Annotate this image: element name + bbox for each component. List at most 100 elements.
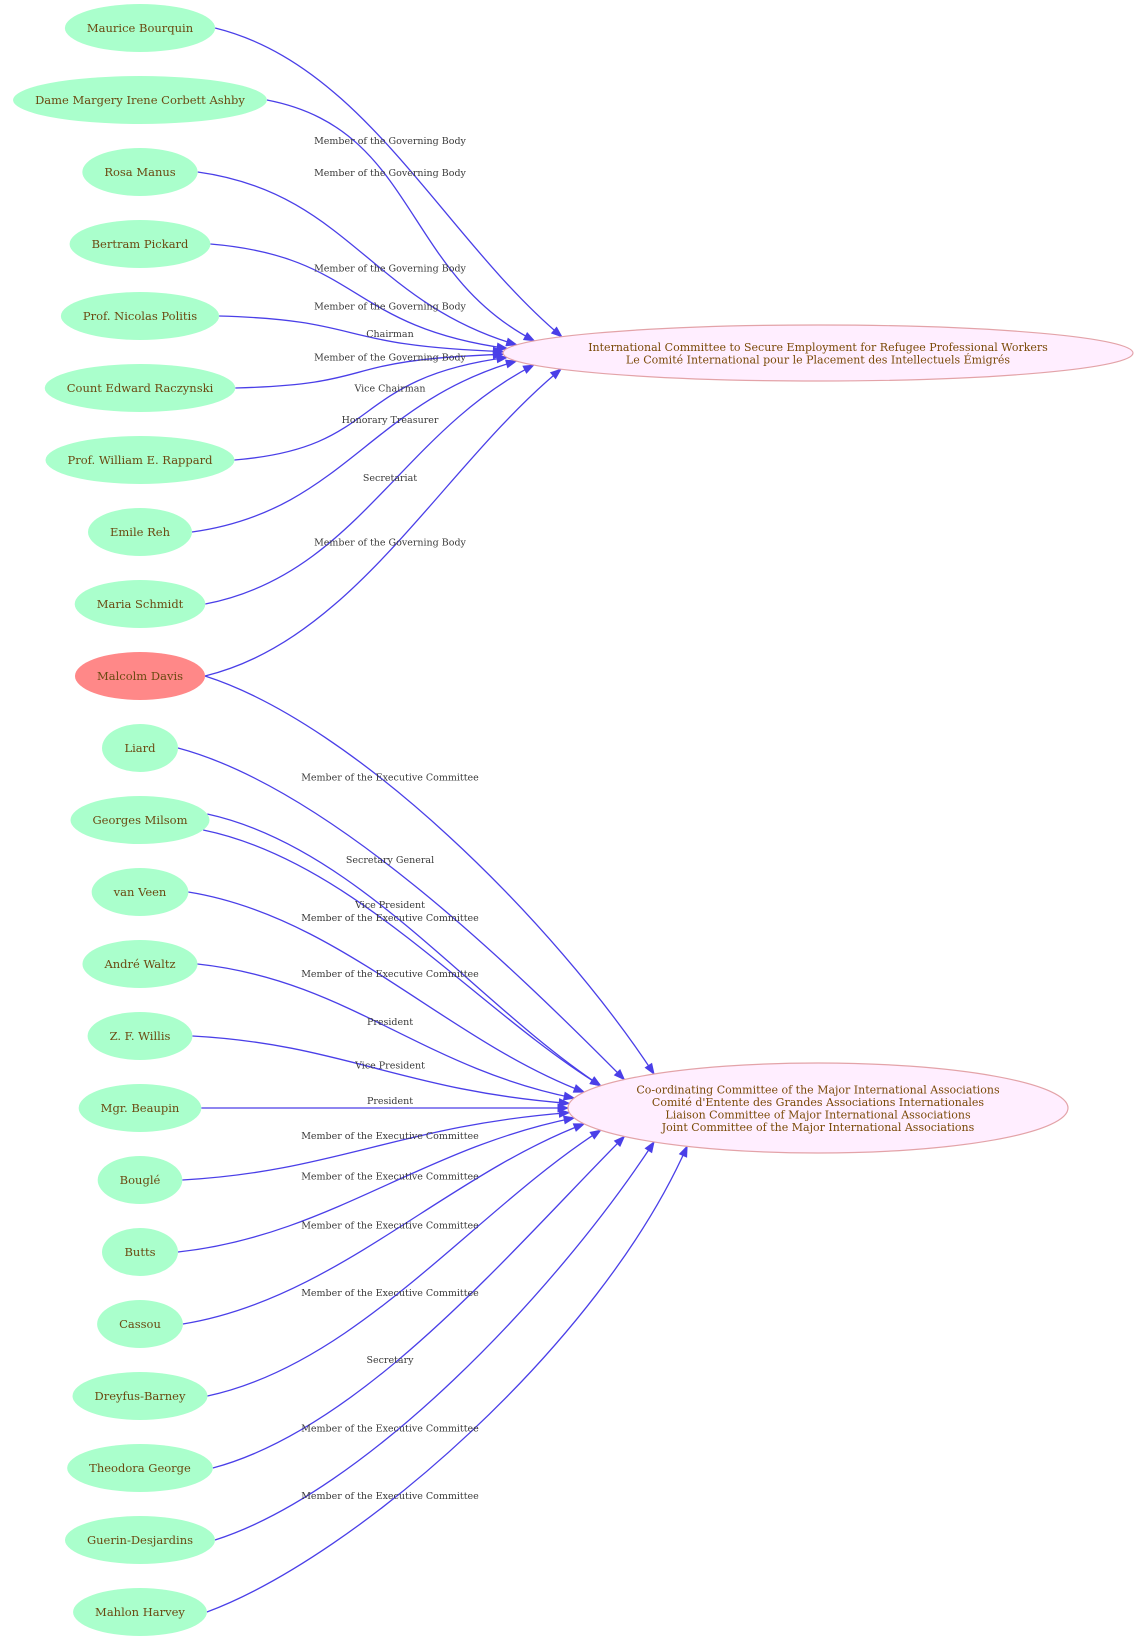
person-ellipse [64,1516,216,1564]
person-node-theodora-george[interactable]: Theodora George [67,1444,213,1492]
arrowhead-icon [550,326,563,338]
edges-layer [177,27,688,1613]
edge-label: Member of the Executive Committee [301,1491,479,1502]
person-node-cassou[interactable]: Cassou [97,1300,183,1348]
person-node-dame-margery-irene-corbett-ashby[interactable]: Dame Margery Irene Corbett Ashby [13,76,267,124]
person-node-count-edward-raczynski[interactable]: Count Edward Raczynski [44,364,236,412]
arrowhead-icon [613,1135,626,1148]
person-name: Count Edward Raczynski [67,381,214,395]
edge-line [266,99,535,342]
person-node-dreyfus-barney[interactable]: Dreyfus-Barney [72,1372,208,1420]
org-label-line: Comité d'Entente des Grandes Association… [652,1096,984,1109]
person-node-bougle[interactable]: Bouglé [97,1156,183,1204]
arrowhead-icon [522,332,536,342]
arrowhead-icon [505,337,519,347]
person-ellipse [69,220,211,268]
person-ellipse [87,1012,193,1060]
edge-label: Member of the Governing Body [314,264,466,275]
edge-line [214,27,563,338]
highlighted-person-ellipse [74,652,206,700]
person-node-rosa-manus[interactable]: Rosa Manus [82,148,198,196]
person-node-z-f-willis[interactable]: Z. F. Willis [87,1012,193,1060]
arrowhead-icon [505,359,518,369]
person-name: Guerin-Desjardins [87,1533,193,1547]
org-node-icse[interactable]: International Committee to Secure Employ… [502,324,1134,382]
person-ellipse [45,436,235,484]
edge-line [212,1136,625,1469]
edge-line [219,315,504,353]
person-node-prof-william-e-rappard[interactable]: Prof. William E. Rappard [45,436,235,484]
person-name: Dame Margery Irene Corbett Ashby [35,93,245,107]
arrowhead-icon [562,1091,576,1101]
person-node-maria-schmidt[interactable]: Maria Schmidt [74,580,206,628]
edge-label: Member of the Governing Body [314,538,466,549]
person-name: Butts [124,1245,155,1259]
person-node-georges-milsom[interactable]: Georges Milsom [70,796,210,844]
edge-line [206,1146,688,1613]
person-node-prof-nicolas-politis[interactable]: Prof. Nicolas Politis [60,292,220,340]
edge-label: Member of the Executive Committee [301,1131,479,1142]
edge-malcolm-davis-ccmia [204,675,655,1076]
person-node-andre-waltz[interactable]: André Waltz [82,940,198,988]
edge-line [177,1117,575,1253]
person-name: Mahlon Harvey [95,1605,185,1619]
org-label-line: Le Comité International pour le Placemen… [626,352,1011,366]
person-ellipse [70,796,210,844]
edge-line [191,360,517,533]
person-name: Mgr. Beaupin [101,1101,180,1115]
person-node-emile-reh[interactable]: Emile Reh [88,508,192,556]
edge-malcolm-davis-icse [204,368,562,677]
edge-line [204,368,562,677]
edge-line [210,243,508,350]
edge-maria-schmidt-icse [205,364,535,605]
edge-label: Member of the Executive Committee [301,1288,479,1299]
org-ellipse [502,324,1134,382]
edge-label: Vice Chairman [353,383,425,394]
person-node-van-veen[interactable]: van Veen [91,868,189,916]
edge-line [205,364,534,605]
person-ellipse [102,724,178,772]
edge-label: President [367,1017,413,1028]
person-node-malcolm-davis[interactable]: Malcolm Davis [74,652,206,700]
edge-maurice-bourquin-icse [214,27,563,338]
edge-dame-margery-irene-corbett-ashby-icse [266,99,536,342]
edge-bougle-ccmia [182,1108,571,1181]
person-name: Maria Schmidt [97,597,184,611]
edge-line [207,1129,602,1397]
person-ellipse [91,868,189,916]
person-node-maurice-bourquin[interactable]: Maurice Bourquin [64,4,216,52]
edge-line [214,1141,655,1541]
person-name: Malcolm Davis [97,669,183,683]
edge-line [177,747,625,1080]
person-ellipse [72,1372,208,1420]
person-node-liard[interactable]: Liard [102,724,178,772]
person-name: Emile Reh [110,525,171,539]
edge-label: President [367,1096,413,1107]
edge-z-f-willis-ccmia [192,1035,571,1108]
person-name: Z. F. Willis [110,1029,171,1043]
edge-line [234,356,508,461]
person-node-guerin-desjardins[interactable]: Guerin-Desjardins [64,1516,216,1564]
edge-dreyfus-barney-ccmia [207,1129,602,1397]
person-ellipse [82,148,198,196]
person-name: Georges Milsom [93,813,188,827]
edge-label: Honorary Treasurer [342,415,439,426]
person-node-bertram-pickard[interactable]: Bertram Pickard [69,220,211,268]
edge-label: Member of the Governing Body [314,136,466,147]
person-name: Maurice Bourquin [87,21,194,35]
org-ellipse [567,1062,1069,1154]
person-ellipse [44,364,236,412]
person-name: Bouglé [120,1173,161,1187]
person-node-mahlon-harvey[interactable]: Mahlon Harvey [73,1588,207,1636]
org-node-ccmia[interactable]: Co-ordinating Committee of the Major Int… [567,1062,1069,1154]
arrowhead-icon [613,1068,626,1081]
edge-butts-ccmia [177,1115,576,1253]
edge-line [192,1035,570,1105]
person-name: Rosa Manus [104,165,175,179]
edge-label: Secretariat [363,473,417,484]
person-node-butts[interactable]: Butts [102,1228,178,1276]
edge-andre-waltz-ccmia [197,963,576,1101]
edge-line [182,1111,570,1181]
person-node-mgr-beaupin[interactable]: Mgr. Beaupin [78,1084,202,1132]
